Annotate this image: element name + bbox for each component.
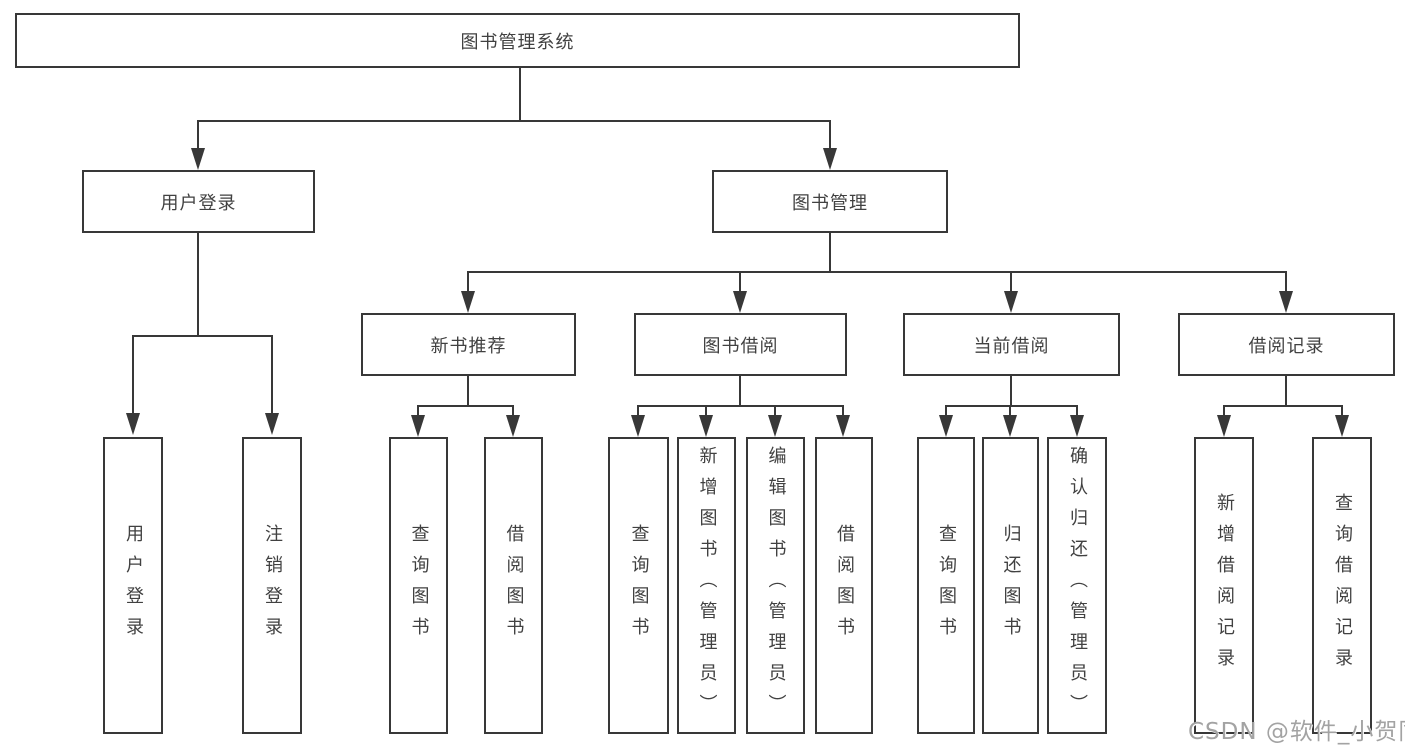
edge-line bbox=[1076, 405, 1078, 417]
leaf-bb-borrow-books-label: 借阅图书 bbox=[834, 523, 855, 648]
leaf-nr-borrow-books-label: 借阅图书 bbox=[503, 523, 525, 648]
leaf-bb-add-books-admin: 新增图书（管理员） bbox=[677, 437, 736, 734]
leaf-logout-label: 注销登录 bbox=[262, 523, 283, 648]
arrowhead-icon bbox=[411, 415, 425, 437]
edge-line bbox=[1009, 405, 1011, 417]
edge-line bbox=[946, 405, 1077, 407]
leaf-bb-borrow-books: 借阅图书 bbox=[815, 437, 873, 734]
arrowhead-icon bbox=[461, 291, 475, 313]
edge-line bbox=[1224, 405, 1343, 407]
leaf-cb-return-books-label: 归还图书 bbox=[1000, 523, 1022, 648]
leaf-cb-return-books: 归还图书 bbox=[982, 437, 1039, 734]
edge-line bbox=[1223, 405, 1225, 417]
node-book-management: 图书管理 bbox=[712, 170, 948, 233]
edge-line bbox=[197, 120, 831, 122]
arrowhead-icon bbox=[768, 415, 782, 437]
edge-line bbox=[512, 405, 514, 417]
arrowhead-icon bbox=[939, 415, 953, 437]
edge-line bbox=[705, 405, 707, 417]
leaf-bb-edit-books-admin: 编辑图书（管理员） bbox=[746, 437, 805, 734]
arrowhead-icon bbox=[506, 415, 520, 437]
edge-line bbox=[739, 376, 741, 407]
edge-line bbox=[842, 405, 844, 417]
edge-line bbox=[132, 335, 134, 415]
leaf-bb-query-books-label: 查询图书 bbox=[628, 523, 650, 648]
edge-line bbox=[637, 405, 639, 417]
node-library-system-label: 图书管理系统 bbox=[460, 31, 575, 53]
edge-line bbox=[418, 405, 514, 407]
node-book-borrow: 图书借阅 bbox=[634, 313, 847, 376]
arrowhead-icon bbox=[631, 415, 645, 437]
node-book-borrow-label: 图书借阅 bbox=[702, 335, 779, 357]
node-borrow-records: 借阅记录 bbox=[1178, 313, 1395, 376]
leaf-user-login-label: 用户登录 bbox=[123, 523, 144, 648]
leaf-cb-confirm-return-admin-label: 确认归还（管理员） bbox=[1067, 446, 1088, 725]
arrowhead-icon bbox=[836, 415, 850, 437]
edge-line bbox=[197, 120, 199, 150]
csdn-watermark: CSDN @软件_小贺同学 bbox=[1188, 719, 1405, 745]
leaf-nr-query-books-label: 查询图书 bbox=[408, 523, 430, 648]
leaf-cb-query-books: 查询图书 bbox=[917, 437, 975, 734]
leaf-bb-query-books: 查询图书 bbox=[608, 437, 669, 734]
edge-line bbox=[1285, 376, 1287, 407]
leaf-cb-confirm-return-admin: 确认归还（管理员） bbox=[1047, 437, 1107, 734]
leaf-br-query-record: 查询借阅记录 bbox=[1312, 437, 1372, 734]
edge-line bbox=[468, 271, 1287, 273]
node-user-login: 用户登录 bbox=[82, 170, 315, 233]
edge-line bbox=[774, 405, 776, 417]
edge-line bbox=[133, 335, 273, 337]
leaf-bb-edit-books-admin-label: 编辑图书（管理员） bbox=[765, 446, 787, 725]
leaf-bb-add-books-admin-label: 新增图书（管理员） bbox=[696, 446, 718, 725]
leaf-nr-borrow-books: 借阅图书 bbox=[484, 437, 543, 734]
node-new-book-recommend: 新书推荐 bbox=[361, 313, 576, 376]
edge-line bbox=[197, 233, 199, 335]
edge-line bbox=[1341, 405, 1343, 417]
node-current-borrow: 当前借阅 bbox=[903, 313, 1120, 376]
edge-line bbox=[638, 405, 844, 407]
edge-line bbox=[945, 405, 947, 417]
leaf-cb-query-books-label: 查询图书 bbox=[936, 523, 957, 648]
edge-line bbox=[739, 271, 741, 292]
edge-line bbox=[1285, 271, 1287, 292]
edge-line bbox=[1010, 271, 1012, 292]
leaf-br-add-record-label: 新增借阅记录 bbox=[1214, 492, 1235, 679]
node-user-login-label: 用户登录 bbox=[160, 192, 237, 214]
edge-line bbox=[829, 120, 831, 150]
arrowhead-icon bbox=[1217, 415, 1231, 437]
arrowhead-icon bbox=[699, 415, 713, 437]
node-book-management-label: 图书管理 bbox=[792, 192, 868, 214]
edge-line bbox=[519, 68, 521, 120]
edge-line bbox=[467, 271, 469, 292]
arrowhead-icon bbox=[1004, 291, 1018, 313]
leaf-logout: 注销登录 bbox=[242, 437, 302, 734]
edge-line bbox=[467, 376, 469, 407]
node-current-borrow-label: 当前借阅 bbox=[973, 335, 1050, 357]
arrowhead-icon bbox=[1003, 415, 1017, 437]
arrowhead-icon bbox=[265, 413, 279, 435]
node-new-book-recommend-label: 新书推荐 bbox=[430, 335, 507, 357]
leaf-br-query-record-label: 查询借阅记录 bbox=[1332, 492, 1353, 679]
edge-line bbox=[1010, 376, 1012, 407]
edge-line bbox=[417, 405, 419, 417]
arrowhead-icon bbox=[823, 148, 837, 170]
arrowhead-icon bbox=[191, 148, 205, 170]
edge-line bbox=[829, 233, 831, 271]
arrowhead-icon bbox=[1335, 415, 1349, 437]
node-borrow-records-label: 借阅记录 bbox=[1248, 335, 1325, 357]
arrowhead-icon bbox=[1279, 291, 1293, 313]
leaf-user-login: 用户登录 bbox=[103, 437, 163, 734]
arrowhead-icon bbox=[733, 291, 747, 313]
leaf-br-add-record: 新增借阅记录 bbox=[1194, 437, 1254, 734]
leaf-nr-query-books: 查询图书 bbox=[389, 437, 448, 734]
arrowhead-icon bbox=[1070, 415, 1084, 437]
edge-line bbox=[271, 335, 273, 415]
node-library-system: 图书管理系统 bbox=[15, 13, 1020, 68]
arrowhead-icon bbox=[126, 413, 140, 435]
